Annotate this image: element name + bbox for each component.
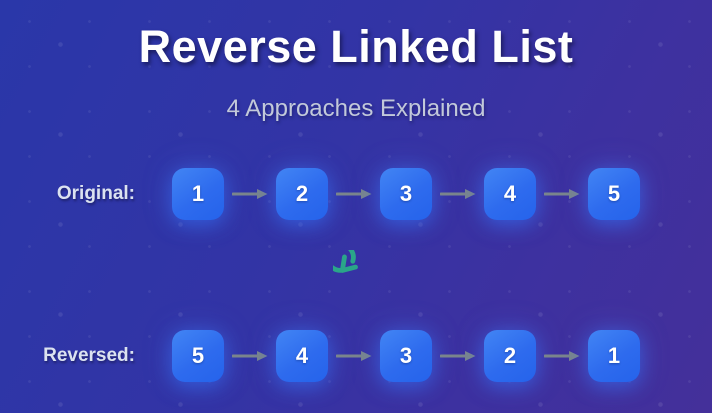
reversed-nodes: 5 4 3 2 1 bbox=[172, 330, 640, 383]
list-node: 5 bbox=[172, 330, 224, 383]
reversed-label: Reversed: bbox=[43, 345, 135, 367]
page-subtitle: 4 Approaches Explained bbox=[226, 95, 486, 123]
list-node: 5 bbox=[588, 168, 640, 221]
list-node: 1 bbox=[588, 330, 640, 383]
list-node: 3 bbox=[380, 168, 432, 221]
list-node: 1 bbox=[172, 168, 224, 221]
arrow-right-icon bbox=[544, 351, 580, 362]
original-list-row: Original: 1 2 3 4 5 bbox=[0, 168, 712, 221]
arrow-right-icon bbox=[440, 351, 476, 362]
arrow-right-icon bbox=[336, 189, 372, 200]
list-node: 4 bbox=[276, 330, 328, 383]
original-nodes: 1 2 3 4 5 bbox=[172, 168, 640, 221]
arrow-right-icon bbox=[232, 189, 268, 200]
list-node: 4 bbox=[484, 168, 536, 221]
list-node: 2 bbox=[484, 330, 536, 383]
arrow-right-icon bbox=[440, 189, 476, 200]
arrow-right-icon bbox=[544, 189, 580, 200]
arrow-right-icon bbox=[232, 351, 268, 362]
arrow-right-icon bbox=[336, 351, 372, 362]
list-node: 2 bbox=[276, 168, 328, 221]
list-node: 3 bbox=[380, 330, 432, 383]
reverse-icon-row bbox=[0, 250, 712, 296]
page-title: Reverse Linked List bbox=[138, 21, 574, 72]
original-label: Original: bbox=[56, 183, 135, 205]
rotate-counterclockwise-icon bbox=[333, 250, 358, 274]
reversed-list-row: Reversed: 5 4 3 2 1 bbox=[0, 330, 712, 383]
